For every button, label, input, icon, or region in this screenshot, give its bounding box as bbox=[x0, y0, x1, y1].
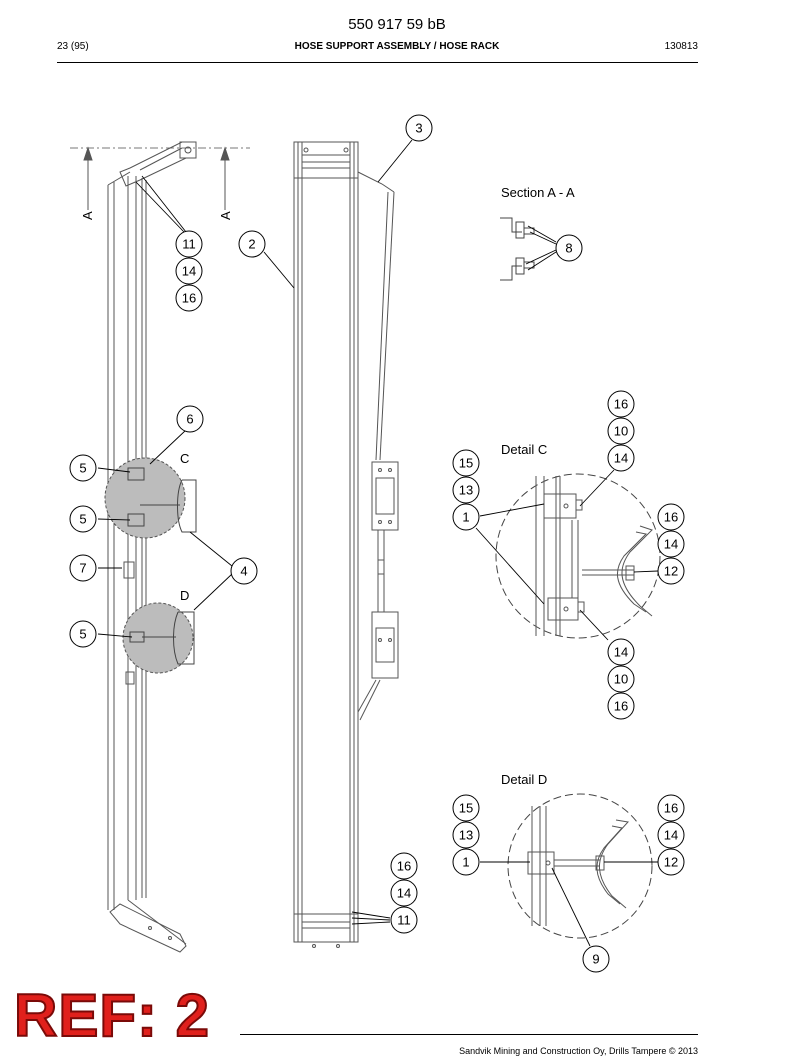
callout-14: 14 bbox=[614, 451, 628, 466]
detail-d-zone bbox=[122, 602, 194, 674]
callout-15: 15 bbox=[459, 456, 473, 471]
header-rule bbox=[57, 62, 698, 63]
callout-5: 5 bbox=[79, 512, 86, 527]
section-marker-right: A bbox=[218, 211, 233, 220]
callout-12: 12 bbox=[664, 564, 678, 579]
page-title: HOSE SUPPORT ASSEMBLY / HOSE RACK bbox=[294, 41, 500, 52]
callout-16: 16 bbox=[614, 397, 628, 412]
callout-14: 14 bbox=[614, 645, 628, 660]
callout-16: 16 bbox=[664, 510, 678, 525]
section-a-a-view bbox=[500, 217, 535, 281]
callout-14: 14 bbox=[664, 828, 678, 843]
callout-9: 9 bbox=[592, 952, 599, 967]
callout-7: 7 bbox=[79, 561, 86, 576]
callout-numbers: 3 11 14 16 2 8 6 5 5 7 4 5 16 10 14 15 1… bbox=[79, 121, 678, 967]
callout-16: 16 bbox=[397, 859, 411, 874]
view-labels: Section A - A Detail C Detail D C D A A bbox=[80, 185, 575, 787]
callout-15: 15 bbox=[459, 801, 473, 816]
callout-13: 13 bbox=[459, 828, 473, 843]
copyright-notice: Sandvik Mining and Construction Oy, Dril… bbox=[459, 1046, 698, 1056]
callout-5: 5 bbox=[79, 627, 86, 642]
callout-11: 11 bbox=[182, 237, 196, 252]
callout-14: 14 bbox=[397, 886, 411, 901]
zone-d-letter: D bbox=[180, 588, 189, 603]
callout-8: 8 bbox=[565, 241, 572, 256]
callout-13: 13 bbox=[459, 483, 473, 498]
document-date: 130813 bbox=[664, 41, 698, 52]
callout-14: 14 bbox=[182, 264, 196, 279]
callout-1: 1 bbox=[462, 510, 469, 525]
callout-6: 6 bbox=[186, 412, 193, 427]
callout-11: 11 bbox=[397, 913, 411, 928]
ref-stamp: REF: 2 bbox=[13, 982, 211, 1049]
middle-column-view bbox=[293, 141, 399, 948]
callout-10: 10 bbox=[614, 672, 628, 687]
callout-16: 16 bbox=[182, 291, 196, 306]
detail-c-label: Detail C bbox=[501, 442, 547, 457]
detail-d-view bbox=[507, 793, 653, 939]
callout-16: 16 bbox=[614, 699, 628, 714]
left-frame-view bbox=[70, 141, 250, 953]
zone-c-letter: C bbox=[180, 451, 189, 466]
leader-lines bbox=[97, 139, 659, 947]
callout-circles bbox=[69, 114, 685, 973]
footer-rule bbox=[240, 1034, 698, 1035]
section-a-a-label: Section A - A bbox=[501, 185, 575, 200]
detail-c-view bbox=[495, 473, 661, 639]
callout-14: 14 bbox=[664, 537, 678, 552]
hose-support-clamps bbox=[127, 467, 197, 665]
callout-12: 12 bbox=[664, 855, 678, 870]
callout-3: 3 bbox=[415, 121, 422, 136]
callout-1: 1 bbox=[462, 855, 469, 870]
page-number: 23 (95) bbox=[57, 41, 89, 52]
document-number: 550 917 59 bB bbox=[348, 16, 446, 33]
callout-2: 2 bbox=[248, 237, 255, 252]
detail-c-zone bbox=[104, 457, 186, 539]
callout-10: 10 bbox=[614, 424, 628, 439]
callout-4: 4 bbox=[240, 564, 247, 579]
callout-5: 5 bbox=[79, 461, 86, 476]
section-marker-left: A bbox=[80, 211, 95, 220]
detail-d-label: Detail D bbox=[501, 772, 547, 787]
callout-16: 16 bbox=[664, 801, 678, 816]
